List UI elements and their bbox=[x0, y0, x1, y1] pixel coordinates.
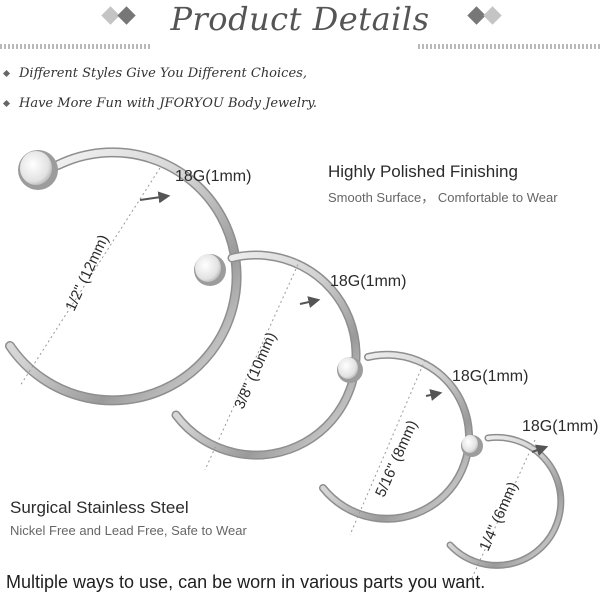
gauge-arrow-icon bbox=[425, 389, 443, 401]
tagline-1: Different Styles Give You Different Choi… bbox=[2, 66, 307, 81]
ring-cap-face bbox=[338, 357, 358, 379]
diameter-dotted-line bbox=[204, 259, 301, 471]
ring-gauge-label: 18G(1mm) bbox=[175, 168, 251, 185]
ring-diameter-label: 1/2" (12mm) bbox=[62, 232, 112, 314]
ring-gauge-label: 18G(1mm) bbox=[452, 368, 528, 385]
ring-gauge-label: 18G(1mm) bbox=[330, 273, 406, 290]
diameter-dotted-line bbox=[471, 439, 536, 579]
feature-polished-title: Highly Polished Finishing bbox=[328, 162, 518, 181]
ring-diameter-label: 5/16" (8mm) bbox=[372, 418, 421, 500]
feature-polished-subtitle: Smooth Surface， Comfortable to Wear bbox=[328, 190, 558, 205]
ring-diameter-label: 1/4" (6mm) bbox=[476, 479, 521, 553]
ring-band-highlight bbox=[320, 352, 472, 522]
tagline-2: Have More Fun with JFORYOU Body Jewelry. bbox=[2, 96, 317, 111]
header-divider bbox=[0, 44, 150, 49]
ring-band-highlight bbox=[173, 252, 360, 459]
feature-steel-title: Surgical Stainless Steel bbox=[10, 498, 189, 517]
header-divider bbox=[418, 44, 600, 49]
footer-text: Multiple ways to use, can be worn in var… bbox=[6, 572, 486, 592]
ring-2: 3/8" (10mm) 18G(1mm) bbox=[171, 250, 406, 471]
ring-cap-face bbox=[462, 435, 478, 453]
feature-steel-subtitle: Nickel Free and Lead Free, Safe to Wear bbox=[10, 523, 247, 538]
ring-band-highlight bbox=[6, 148, 241, 404]
ring-cap-face bbox=[20, 151, 52, 185]
ring-cap-face bbox=[195, 254, 221, 282]
gauge-arrow-icon bbox=[531, 444, 549, 456]
page-title: Product Details bbox=[170, 0, 430, 38]
ring-gauge-label: 18G(1mm) bbox=[522, 418, 598, 435]
gauge-arrow-icon bbox=[139, 191, 171, 204]
diameter-dotted-line bbox=[349, 359, 426, 536]
ring-band-highlight bbox=[448, 435, 563, 568]
gauge-arrow-icon bbox=[299, 296, 321, 308]
diameter-dotted-line bbox=[19, 167, 161, 387]
ring-diameter-label: 3/8" (10mm) bbox=[231, 330, 280, 412]
ring-4: 1/4" (6mm) 18G(1mm) bbox=[446, 418, 598, 579]
